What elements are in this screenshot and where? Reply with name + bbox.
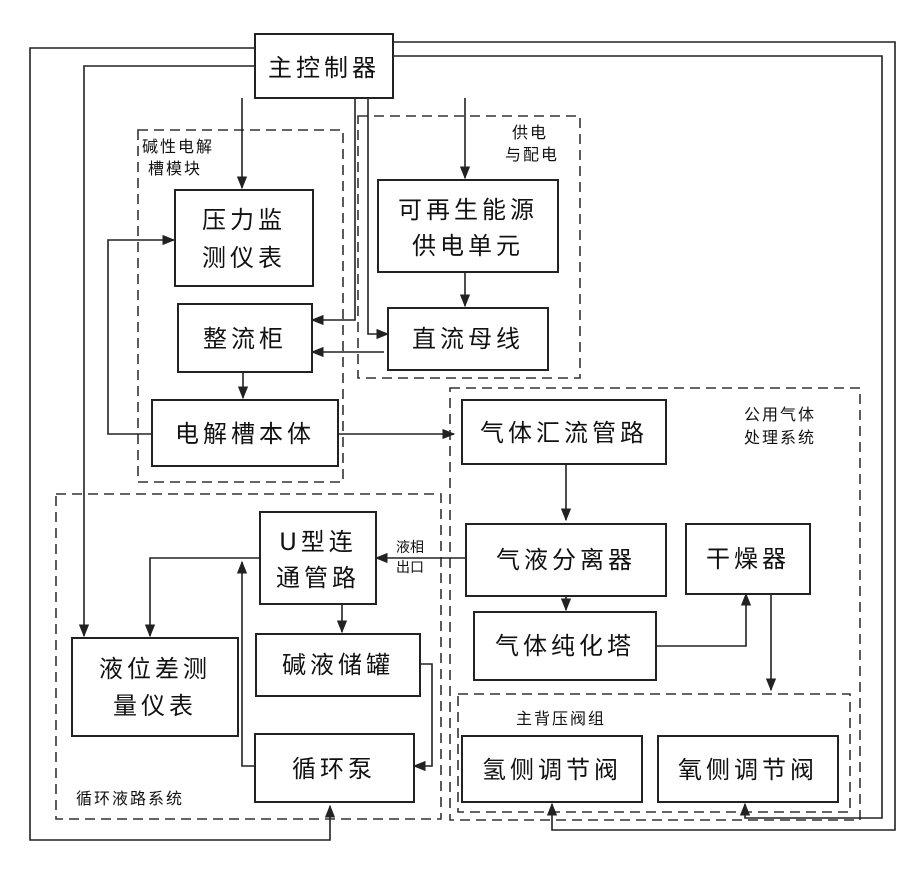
pump-box: 循环泵 (255, 734, 414, 802)
dryer-box: 干燥器 (686, 524, 810, 594)
main-controller-box: 主控制器 (255, 34, 393, 98)
svg-text:气体纯化塔: 气体纯化塔 (495, 632, 635, 660)
svg-text:主背压阀组: 主背压阀组 (516, 709, 606, 728)
h-valve-box: 氢侧调节阀 (462, 736, 642, 802)
svg-text:液相: 液相 (396, 540, 424, 556)
svg-text:可再生能源: 可再生能源 (398, 196, 538, 224)
svg-text:循环液路系统: 循环液路系统 (76, 789, 184, 808)
o-valve-box: 氧侧调节阀 (658, 736, 838, 802)
pressure-monitor-box: 压力监 测仪表 (175, 190, 313, 286)
svg-text:液位差测: 液位差测 (99, 655, 211, 683)
svg-text:量仪表: 量仪表 (113, 692, 197, 720)
u-pipe-box: U型连 通管路 (260, 512, 376, 604)
svg-text:槽模块: 槽模块 (148, 159, 202, 178)
svg-text:碱性电解: 碱性电解 (142, 137, 214, 156)
svg-text:公用气体: 公用气体 (744, 405, 816, 424)
svg-text:主控制器: 主控制器 (268, 54, 380, 82)
svg-text:碱液储罐: 碱液储罐 (282, 651, 394, 679)
dc-bus-box: 直流母线 (388, 308, 548, 370)
electrolyzer-box: 电解槽本体 (152, 400, 338, 466)
svg-text:与配电: 与配电 (505, 145, 559, 164)
svg-text:处理系统: 处理系统 (744, 428, 816, 447)
gas-liquid-separator-box: 气液分离器 (466, 524, 666, 596)
svg-text:U型连: U型连 (279, 528, 357, 556)
svg-text:气体汇流管路: 气体汇流管路 (480, 419, 648, 447)
svg-text:供电: 供电 (512, 123, 548, 142)
svg-text:直流母线: 直流母线 (412, 325, 524, 353)
svg-text:整流柜: 整流柜 (203, 325, 287, 353)
svg-text:通管路: 通管路 (276, 564, 360, 592)
svg-text:氢侧调节阀: 氢侧调节阀 (482, 756, 622, 784)
lye-tank-box: 碱液储罐 (256, 634, 420, 696)
svg-text:压力监: 压力监 (202, 206, 286, 234)
gas-manifold-box: 气体汇流管路 (462, 400, 666, 464)
renewable-box: 可再生能源 供电单元 (378, 180, 558, 272)
svg-text:出口: 出口 (396, 560, 424, 576)
svg-text:氧侧调节阀: 氧侧调节阀 (678, 756, 818, 784)
svg-text:测仪表: 测仪表 (202, 244, 286, 272)
svg-text:气液分离器: 气液分离器 (496, 546, 636, 574)
level-meter-box: 液位差测 量仪表 (72, 638, 238, 736)
svg-text:循环泵: 循环泵 (292, 755, 376, 783)
gas-purifier-box: 气体纯化塔 (474, 612, 656, 680)
svg-text:电解槽本体: 电解槽本体 (175, 420, 315, 448)
svg-text:供电单元: 供电单元 (412, 232, 524, 260)
svg-text:干燥器: 干燥器 (706, 545, 790, 573)
rectifier-box: 整流柜 (178, 304, 312, 372)
